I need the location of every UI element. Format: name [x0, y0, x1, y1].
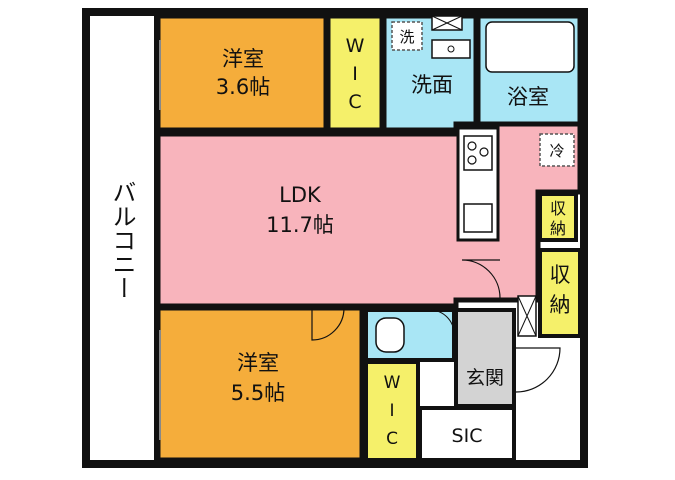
room-sic — [418, 406, 516, 462]
storage-small-char-2: 納 — [550, 219, 566, 238]
room-storage-small — [538, 192, 578, 242]
room-western-large — [155, 305, 365, 463]
kitchen-sink-icon — [463, 203, 493, 233]
ldk-size: 11.7帖 — [266, 213, 334, 237]
balcony-area — [90, 16, 156, 460]
vent-cross-2 — [431, 15, 463, 31]
door-swing-toilet — [429, 309, 455, 335]
room-ldk — [155, 121, 583, 309]
bath-name: 浴室 — [507, 85, 549, 109]
entrance-name: 玄関 — [466, 367, 504, 389]
wic-top-char-3: C — [348, 91, 361, 113]
fridge-space — [539, 133, 575, 167]
washer-space — [391, 21, 423, 51]
ldk-name: LDK — [279, 183, 322, 207]
wic-bottom-char-1: W — [384, 373, 401, 393]
fridge-label: 冷 — [549, 142, 564, 160]
door-swing-western-large — [311, 307, 345, 341]
door-swing-front — [515, 347, 561, 393]
washroom-name: 洗面 — [411, 73, 453, 97]
western-small-size: 3.6帖 — [216, 75, 270, 99]
sink-drain-icon — [447, 45, 455, 53]
balcony-label: バルコニー — [108, 180, 136, 300]
toilet-icon — [375, 317, 405, 353]
western-small-name: 洋室 — [222, 47, 264, 71]
room-western-small — [155, 13, 329, 133]
room-storage-large — [538, 248, 582, 338]
wic-bottom-char-2: I — [389, 401, 394, 421]
wic-top-char-2: I — [352, 63, 358, 85]
wic-bottom-char-3: C — [386, 429, 398, 449]
burner-1-icon — [467, 141, 477, 151]
storage-small-char-1: 収 — [550, 199, 566, 218]
door-swing-ldk-entry — [461, 259, 501, 299]
burner-2-icon — [479, 147, 489, 157]
bathtub-icon — [485, 21, 575, 73]
burner-3-icon — [467, 155, 477, 165]
room-wic-top — [325, 13, 385, 133]
western-large-name: 洋室 — [237, 351, 279, 375]
room-entrance — [454, 308, 516, 408]
storage-large-char-1: 収 — [550, 263, 571, 287]
western-large-size: 5.5帖 — [231, 381, 285, 405]
washer-label: 洗 — [399, 28, 414, 46]
wic-top-char-1: W — [346, 35, 365, 57]
shoe-cabinet-cross-2 — [517, 295, 537, 337]
sink-icon — [431, 39, 471, 59]
storage-large-char-2: 納 — [550, 293, 571, 317]
sic-label: SIC — [452, 425, 483, 447]
